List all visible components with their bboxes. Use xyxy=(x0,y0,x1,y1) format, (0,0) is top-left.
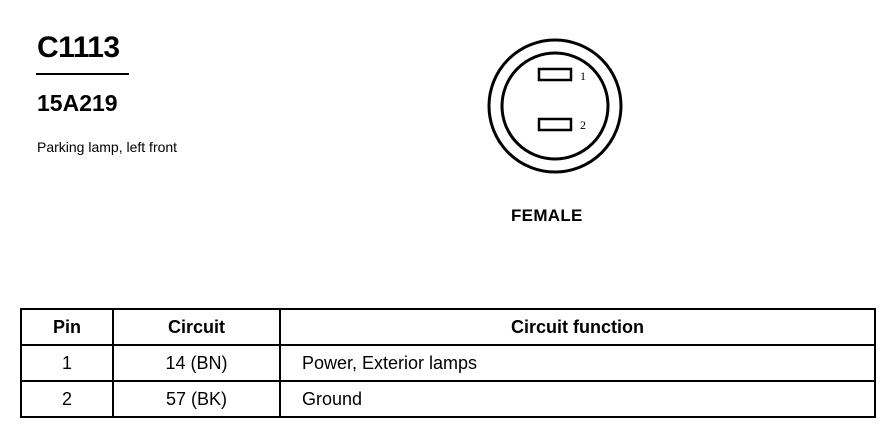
pinout-table: Pin Circuit Circuit function 1 14 (BN) P… xyxy=(20,308,876,418)
cell-function: Power, Exterior lamps xyxy=(279,344,876,382)
table-row: 1 14 (BN) Power, Exterior lamps xyxy=(20,344,876,382)
cell-pin: 1 xyxy=(20,344,114,382)
connector-gender-label: FEMALE xyxy=(511,206,583,225)
pin-2-cavity xyxy=(537,117,573,132)
table-header-row: Pin Circuit Circuit function xyxy=(20,308,876,346)
pin-1-number: 1 xyxy=(580,69,586,83)
header-circuit: Circuit xyxy=(112,308,281,346)
pin-2-number: 2 xyxy=(580,118,586,132)
connector-inner-ring xyxy=(500,51,610,161)
header-pin: Pin xyxy=(20,308,114,346)
connector-outer-ring xyxy=(487,38,623,174)
header-circuit-function: Circuit function xyxy=(279,308,876,346)
cell-circuit: 57 (BK) xyxy=(112,380,281,418)
cell-function: Ground xyxy=(279,380,876,418)
connector-face-diagram: 1 2 xyxy=(487,38,623,174)
cell-circuit: 14 (BN) xyxy=(112,344,281,382)
connector-description: Parking lamp, left front xyxy=(37,139,178,155)
cell-pin: 2 xyxy=(20,380,114,418)
table-row: 2 57 (BK) Ground xyxy=(20,380,876,418)
pin-1-cavity xyxy=(537,67,573,82)
title-underline xyxy=(36,73,129,75)
part-number: 15A219 xyxy=(37,90,118,116)
connector-id: C1113 xyxy=(37,31,120,64)
